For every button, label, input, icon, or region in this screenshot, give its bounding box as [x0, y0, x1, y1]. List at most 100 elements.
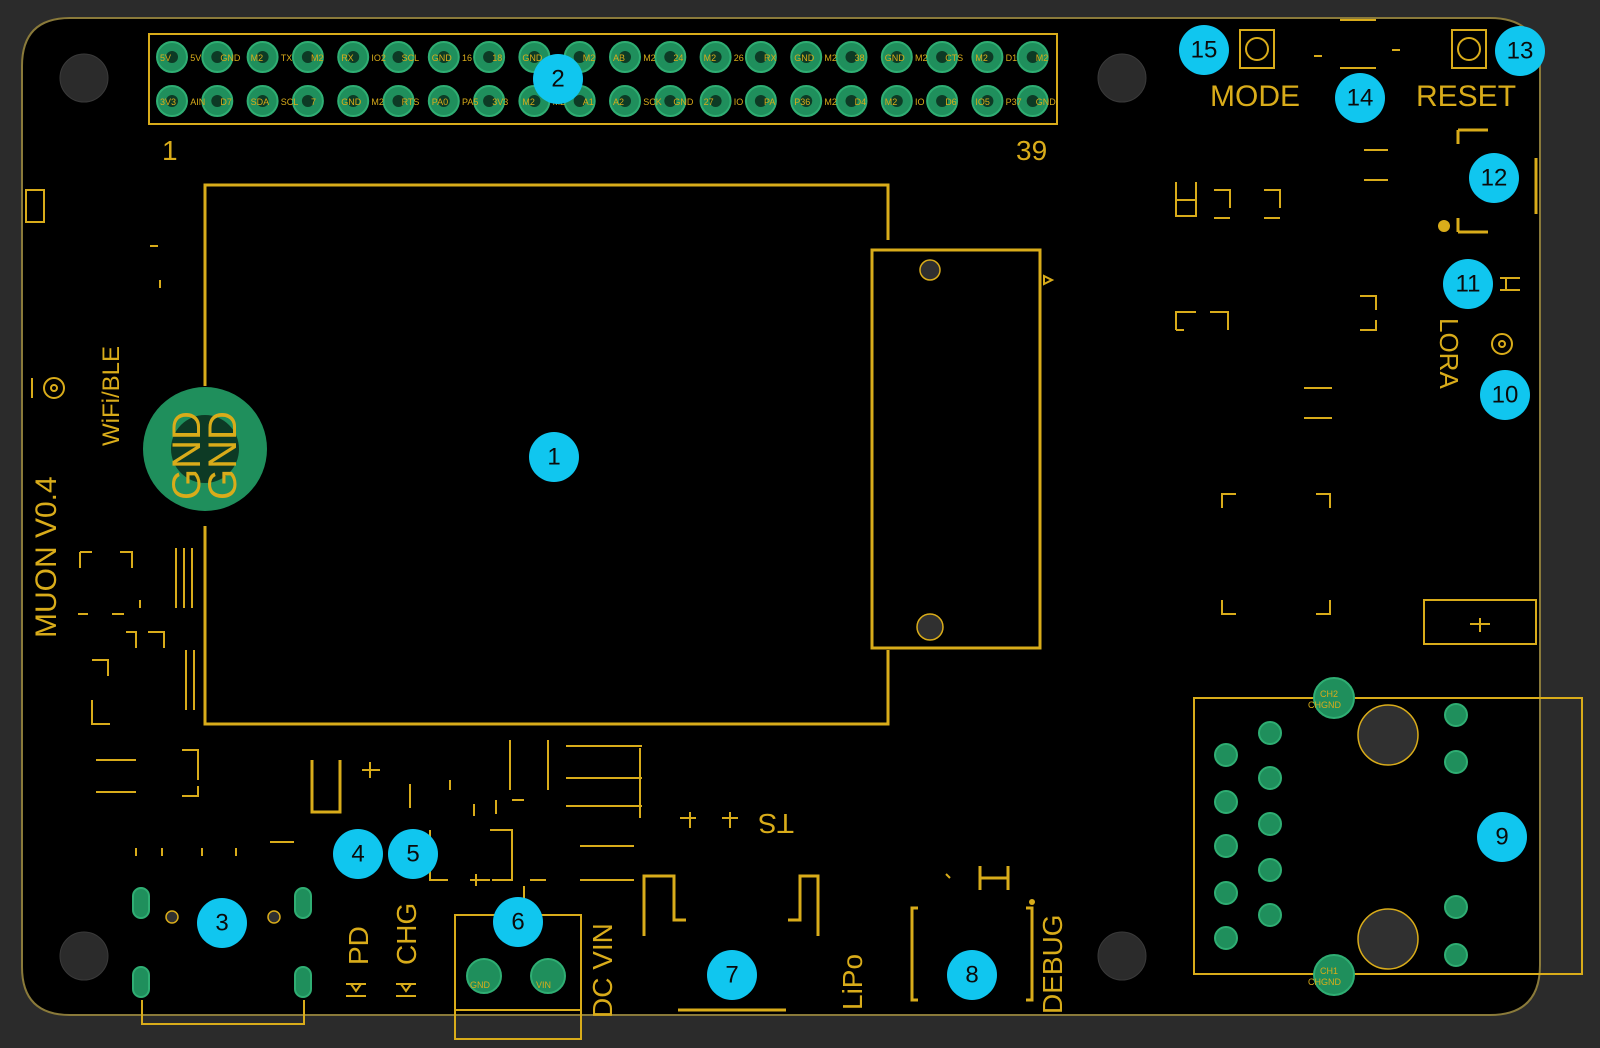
ethernet-pin-pad [1444, 943, 1468, 967]
callout-badge-circle [333, 829, 383, 879]
header-top-pad-hole [301, 51, 314, 63]
header-top-pin-label: M2 [311, 53, 324, 63]
header-top-pin-label: 16 [462, 53, 472, 63]
callout-badge-9: 9 [1477, 812, 1527, 862]
header-bottom-pad-hole [166, 95, 178, 107]
callout-badge-number: 8 [965, 962, 978, 989]
callout-badge-number: 14 [1347, 85, 1374, 112]
callout-badge-circle [707, 950, 757, 1000]
header-bottom-pin-label: M2 [522, 97, 535, 107]
ethernet-pin-pad [1258, 721, 1282, 745]
header-top-pin-label: D1 [1006, 53, 1018, 63]
lora-fiducial [1491, 333, 1513, 355]
header-bottom-pin-label: A2 [613, 97, 624, 107]
header-top-pad-hole [256, 51, 269, 63]
header-bottom-pin-label: GND [1036, 97, 1057, 107]
header-top-pin-label: AB [613, 53, 625, 63]
header-top-pad-hole [709, 51, 722, 63]
callout-badge-5: 5 [388, 829, 438, 879]
ethernet-pin-pad [1214, 834, 1238, 858]
header-bottom-pin-label: GND [341, 97, 362, 107]
callout-badge-number: 7 [725, 962, 738, 989]
callout-badge-number: 15 [1191, 37, 1218, 64]
header-bottom-pin-label: AIN [190, 97, 205, 107]
lora-area [1175, 149, 1537, 645]
header-top-pin-label: GND [432, 53, 453, 63]
antenna-connector [1438, 128, 1538, 234]
ethernet-pin-pad [1258, 812, 1282, 836]
left-passives [78, 245, 199, 797]
header-bottom-pin-label: SCK [643, 97, 662, 107]
callout-badge-number: 2 [551, 66, 564, 93]
header-top-pin-label: GND [522, 53, 543, 63]
header-bottom-pad-hole [936, 95, 949, 107]
header-bottom-pad-hole [800, 95, 813, 107]
header-top-pin-label: 24 [673, 53, 683, 63]
callout-badge-12: 12 [1469, 153, 1519, 203]
callout-badge-number: 9 [1495, 824, 1508, 851]
callout-badge-number: 3 [215, 910, 228, 937]
header-top-pad-hole [437, 51, 450, 63]
crystal [1314, 19, 1400, 69]
header-top-pin-label: M2 [975, 53, 988, 63]
header-bottom-pin-label: GND [673, 97, 694, 107]
callout-badge-circle [1469, 153, 1519, 203]
header-top-pin-label: GND [794, 53, 815, 63]
callout-badge-circle [533, 54, 583, 104]
ethernet-pin-pad [1258, 903, 1282, 927]
header-bottom-pad-hole [573, 95, 586, 107]
fiducial-left [31, 377, 65, 399]
header-bottom-pin-label: 27 [704, 97, 714, 107]
header-bottom-pin-label: D4 [855, 97, 867, 107]
header-top-pin-label: IO2 [371, 53, 386, 63]
board-outline [21, 17, 1541, 1016]
header-bottom-pin-label: M2 [371, 97, 384, 107]
header-bottom-pad-hole [1026, 95, 1039, 107]
header-bottom-pin-label: P36 [794, 97, 810, 107]
header-bottom-pin-label: PA5 [462, 97, 478, 107]
pin-39-label: 39 [1016, 135, 1047, 166]
header-bottom-pad-hole [211, 95, 224, 107]
callout-badge-6: 6 [493, 897, 543, 947]
header-top-pin-label: SCL [402, 53, 420, 63]
callout-badge-circle [1477, 812, 1527, 862]
lipo-connector: LiPo [642, 874, 868, 1012]
header-bottom-pad-hole [392, 95, 405, 107]
header-bottom-pad-hole [619, 95, 631, 107]
header-top-pad-hole [800, 51, 813, 63]
gnd-pad: GND GND [143, 387, 267, 511]
callout-badge-number: 11 [1456, 271, 1481, 298]
header-top-pad-hole [981, 51, 994, 63]
header-top-pad-hole [664, 51, 677, 63]
header-top-pin-label: 5V [190, 53, 201, 63]
header-top-pin-label: RX [764, 53, 777, 63]
header-bottom-pin-label: PA0 [432, 97, 448, 107]
callout-badge-number: 13 [1507, 38, 1534, 65]
left-edge-marker [25, 189, 45, 223]
header-top-pad-hole [573, 51, 586, 63]
power-regulator-area [429, 740, 738, 902]
header-top-pin-label: RX [341, 53, 354, 63]
ch1-label: CH1 [1320, 966, 1338, 976]
pin-1-label: 1 [162, 135, 178, 166]
gnd-label-2: GND [201, 411, 245, 500]
header-bottom-pin-label: 3V3 [160, 97, 176, 107]
dc-vin-label: DC VIN [587, 923, 618, 1018]
header-top-pad-hole [936, 51, 949, 63]
callout-badge-2: 2 [533, 54, 583, 104]
header-bottom-pin-label: 7 [311, 97, 316, 107]
header-bottom-pin-label: PA [764, 97, 775, 107]
header-bottom-pad-hole [437, 95, 450, 107]
header-bottom-pad-hole [664, 95, 677, 107]
header-top-pin-label: M2 [704, 53, 717, 63]
mode-button[interactable]: MODE [1210, 29, 1300, 113]
mode-label: MODE [1210, 80, 1300, 113]
terminal-gnd-label: GND [470, 980, 491, 990]
dc-vin-terminal: GND VIN DC VIN [454, 914, 618, 1040]
callout-badge-number: 12 [1481, 165, 1508, 192]
callout-badge-circle [1335, 73, 1385, 123]
callout-badge-circle [197, 898, 247, 948]
reset-button[interactable]: RESET [1416, 29, 1516, 113]
header-top-pin-label: 38 [855, 53, 865, 63]
wifi-module-outline [203, 183, 1055, 726]
